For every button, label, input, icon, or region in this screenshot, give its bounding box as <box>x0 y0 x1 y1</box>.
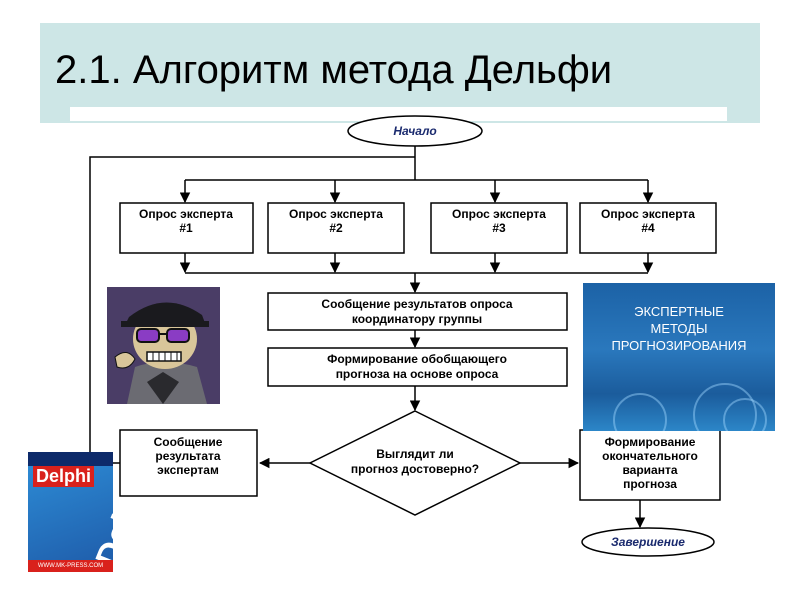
expert-box-3 <box>430 202 568 254</box>
title-bar <box>40 23 760 123</box>
expert-2-label: Опрос эксперта <box>289 207 383 221</box>
title-underlay <box>70 107 727 121</box>
book-logo: Delphi <box>33 466 95 487</box>
decorative-ring <box>613 393 667 431</box>
decision-diamond <box>308 410 522 516</box>
expert-2-number: #2 <box>329 221 343 235</box>
banner-line-3: ПРОГНОЗИРОВАНИЯ <box>611 338 747 353</box>
final-line-1: Формирование <box>605 435 696 449</box>
forecast-line-1: Формирование обобщающего <box>327 352 507 366</box>
expert-box-4 <box>579 202 717 254</box>
banner-text: ЭКСПЕРТНЫЕ МЕТОДЫ ПРОГНОЗИРОВАНИЯ <box>583 303 775 354</box>
end-terminal <box>581 527 715 557</box>
banner-line-1: ЭКСПЕРТНЫЕ <box>634 304 724 319</box>
final-line-4: прогноза <box>623 477 677 491</box>
slide-title: 2.1. Алгоритм метода Дельфи <box>55 48 613 92</box>
feedback-line-1: Сообщение <box>154 435 223 449</box>
report-line-2: координатору группы <box>352 312 482 326</box>
expert-box-1 <box>119 202 254 254</box>
report-box <box>267 292 568 331</box>
feedback-line-2: результата <box>155 449 221 463</box>
decision-line-2: прогноз достоверно? <box>351 462 479 476</box>
expert-methods-banner: ЭКСПЕРТНЫЕ МЕТОДЫ ПРОГНОЗИРОВАНИЯ <box>583 283 775 431</box>
end-label: Завершение <box>611 535 685 549</box>
feedback-line-3: экспертам <box>157 463 219 477</box>
expert-3-number: #3 <box>492 221 506 235</box>
start-terminal <box>347 115 483 147</box>
book-url: WWW.MK-PRESS.COM <box>28 560 113 572</box>
expert-3-label: Опрос эксперта <box>452 207 546 221</box>
decision-line-1: Выглядит ли <box>376 447 453 461</box>
final-line-2: окончательного <box>602 449 698 463</box>
feedback-box <box>119 429 258 497</box>
decorative-ring <box>723 398 767 431</box>
banner-line-2: МЕТОДЫ <box>650 321 708 336</box>
cartoon-character-image <box>107 287 220 404</box>
expert-1-label: Опрос эксперта <box>139 207 233 221</box>
forecast-line-2: прогноза на основе опроса <box>336 367 499 381</box>
expert-box-2 <box>267 202 405 254</box>
forecast-box <box>267 347 568 387</box>
book-top-band <box>28 452 113 466</box>
final-line-3: варианта <box>622 463 677 477</box>
report-line-1: Сообщение результатов опроса <box>321 297 513 311</box>
start-label: Начало <box>393 124 436 138</box>
final-box <box>579 429 721 501</box>
expert-1-number: #1 <box>179 221 193 235</box>
delphi-book-cover: Delphi Delphi WWW.MK-PRESS.COM <box>28 452 113 572</box>
expert-4-label: Опрос эксперта <box>601 207 695 221</box>
expert-4-number: #4 <box>641 221 655 235</box>
